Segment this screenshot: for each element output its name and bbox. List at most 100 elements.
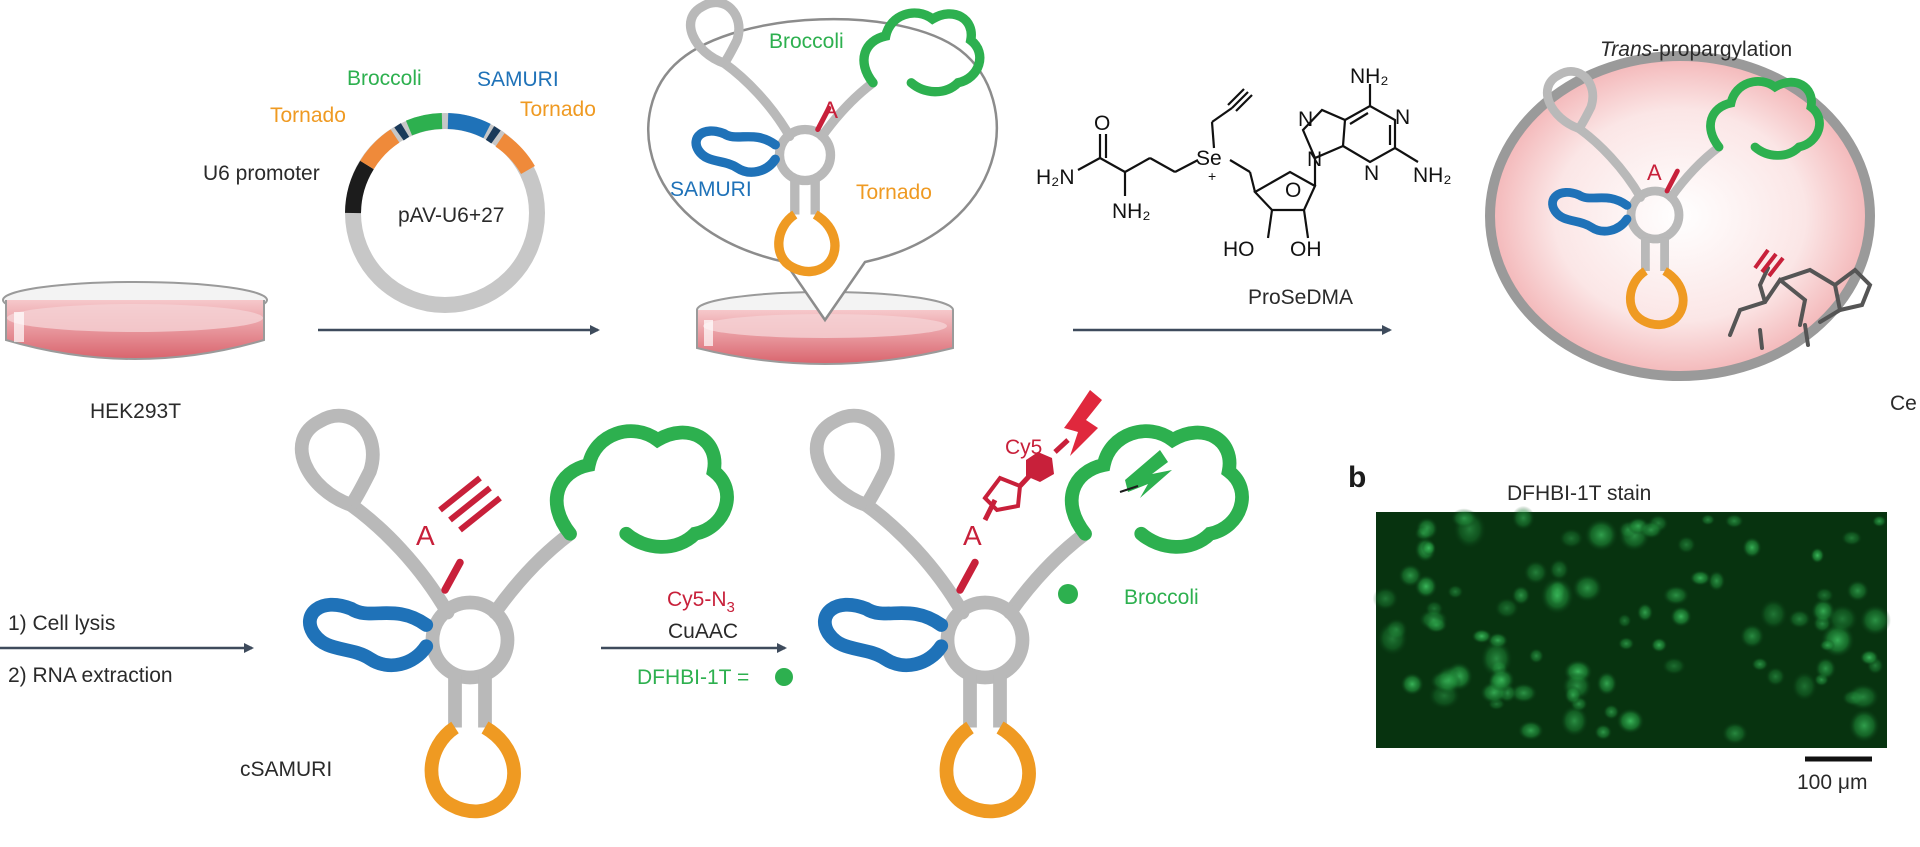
ring-nitrogen-4: N [1364, 162, 1379, 185]
fluorescent-cell [1739, 623, 1765, 649]
fluorescent-cell [1450, 508, 1478, 528]
fluorescent-cell [1540, 577, 1574, 615]
fluorescent-cell [1560, 705, 1589, 737]
cell-nucleotide-a: A [1647, 160, 1662, 185]
labeled-nucleotide-a: A [963, 520, 982, 551]
alkyne-tag [438, 475, 502, 533]
fluorescent-cell [1846, 683, 1880, 711]
fluorescent-cell [1759, 598, 1788, 630]
fluorescent-cell [1765, 666, 1786, 687]
adenine-amine-top: NH₂ [1350, 65, 1388, 88]
fluorescent-cell [1414, 525, 1433, 541]
ribose-oh: OH [1290, 238, 1322, 261]
cy5-dye [1026, 452, 1054, 482]
processing-steps: 1) Cell lysis 2) RNA extraction [0, 612, 254, 687]
click-method: CuAAC [668, 620, 738, 643]
tornado-right-segment [495, 133, 535, 175]
fluorescent-cell [1523, 560, 1549, 585]
broccoli-segment [405, 113, 443, 136]
fluorescent-cell [1618, 636, 1635, 651]
fluorescent-cell [1421, 540, 1436, 556]
alpha-amine: NH₂ [1112, 200, 1150, 223]
fluorescent-cell [1826, 604, 1858, 634]
expression-bubble: A Broccoli SAMURI Tornado [647, 2, 998, 323]
selenium-charge: + [1208, 168, 1216, 184]
cy5-label: Cy5 [1005, 436, 1042, 459]
fluorescent-cell [1788, 609, 1811, 629]
fluorescent-cell [1751, 657, 1769, 671]
amide-oxygen: O [1094, 112, 1110, 135]
step-cell-lysis: 1) Cell lysis [8, 612, 115, 635]
bubble-tornado-label: Tornado [856, 181, 932, 204]
fluorescent-cell [1819, 639, 1836, 652]
fluorescent-cell [1810, 547, 1825, 564]
bubble-rna [691, 2, 985, 277]
bubble-broccoli-label: Broccoli [769, 30, 844, 53]
click-reagent: Cy5-N3 [667, 588, 735, 616]
fluorescent-cell [1435, 665, 1462, 696]
fluorescent-cell [1662, 585, 1690, 606]
dfhbi-legend-dot [775, 668, 793, 686]
ring-nitrogen-3: N [1395, 106, 1410, 129]
fluorescent-cell [1385, 618, 1408, 641]
bubble-samuri-label: SAMURI [670, 178, 752, 201]
micrograph-cells [1372, 505, 1892, 745]
fluorescent-cell [1494, 597, 1519, 619]
click-reaction: Cy5-N3 CuAAC DFHBI-1T = [601, 588, 793, 689]
fluorescent-cell [1670, 606, 1692, 627]
fluorescent-cell [1639, 520, 1663, 539]
panel-b-letter: b [1348, 461, 1366, 494]
fluorescent-cell [1814, 587, 1834, 603]
cell-label-partial: Ce [1890, 392, 1917, 415]
fluorescent-cell [1650, 637, 1668, 653]
fluorescent-cell [1517, 720, 1544, 741]
micrograph-image [1372, 505, 1892, 748]
fluorescent-cell [1564, 685, 1582, 705]
bubble-nucleotide-a: A [822, 97, 838, 124]
fluorescent-cell [1447, 584, 1464, 599]
u6-promoter-label: U6 promoter [203, 162, 320, 185]
fluorescent-cell [1700, 514, 1716, 526]
fluorescent-cell [1559, 528, 1584, 549]
fluorescent-cell [1510, 683, 1538, 703]
fluorescent-cell [1528, 648, 1544, 664]
fluorescent-cell [1742, 537, 1762, 558]
bound-dfhbi-dot [1058, 584, 1078, 604]
triazole-ring [982, 475, 1023, 513]
fluorescent-cell [1815, 657, 1837, 680]
labeled-broccoli-label: Broccoli [1124, 586, 1199, 609]
fluorescent-cell [1859, 649, 1879, 666]
broccoli-fluorescence-bolt [1125, 450, 1172, 498]
fluorescent-cell [1791, 671, 1818, 701]
tornado-right-label: Tornado [520, 98, 596, 121]
fluorescent-cell [1707, 570, 1726, 592]
fluorescent-cell [1398, 563, 1423, 588]
fluorescent-cell [1676, 535, 1696, 554]
dish-label-hek293t: HEK293T [90, 400, 181, 423]
fluorescent-cell [1872, 515, 1887, 528]
fluorescent-cell [1572, 573, 1603, 603]
csamuri-label: cSAMURI [240, 758, 332, 781]
reagent-name: ProSeDMA [1248, 286, 1353, 309]
scale-bar-label: 100 μm [1797, 771, 1867, 794]
csamuri-rna: A cSAMURI [240, 416, 734, 819]
csamuri-nucleotide-a: A [416, 520, 435, 551]
ribose-ho: HO [1223, 238, 1255, 261]
cell-title: Trans-propargylation [1600, 38, 1792, 61]
step-rna-extraction: 2) RNA extraction [8, 664, 173, 687]
ribose-oxygen: O [1285, 179, 1301, 202]
fluorescent-cell [1846, 580, 1870, 602]
dfhbi-legend-label: DFHBI-1T = [637, 666, 749, 689]
cell-trans-propargylation: A Trans-propargylation Ce [1485, 38, 1917, 415]
plasmid-name: pAV-U6+27 [398, 204, 504, 227]
fluorescent-cell [1418, 608, 1448, 631]
fluorescent-cell [1549, 558, 1570, 581]
fluorescent-cell [1603, 704, 1620, 720]
fluorescent-cell [1480, 640, 1513, 678]
u6-promoter-segment [345, 160, 374, 214]
broccoli-plasmid-label: Broccoli [347, 67, 422, 90]
prosedma-structure [1077, 84, 1419, 239]
fluorescent-cell [1511, 585, 1531, 606]
plasmid-map: pAV-U6+27 U6 promoter Tornado Broccoli S… [203, 67, 596, 313]
